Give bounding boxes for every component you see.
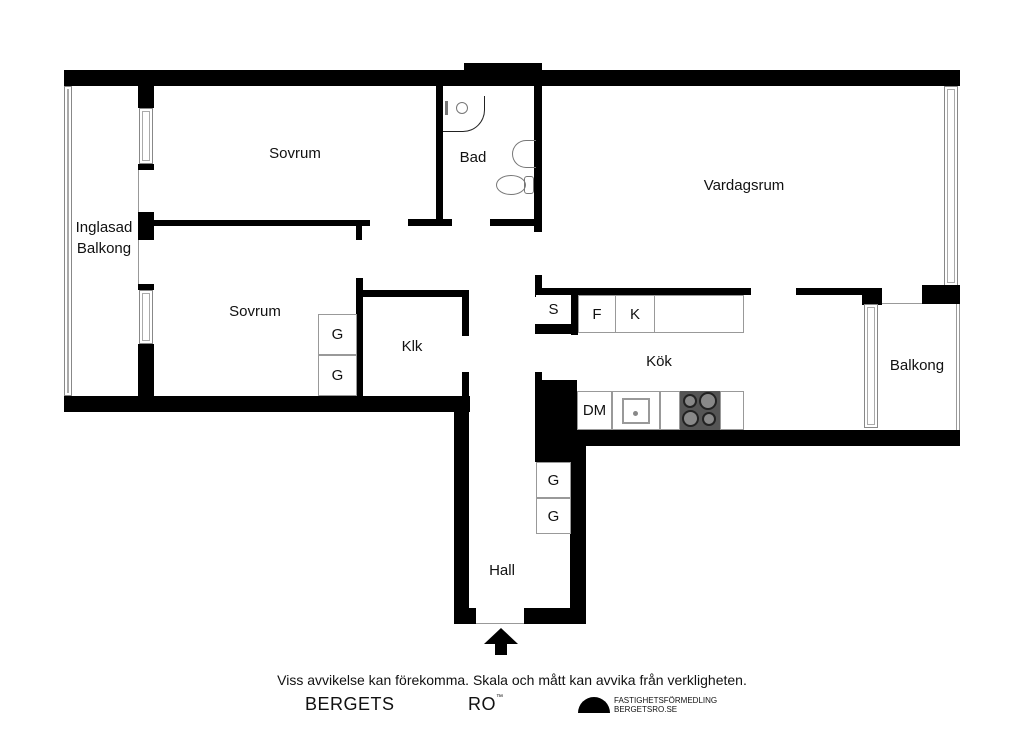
room-label-klk: Klk bbox=[401, 338, 423, 355]
toilet-tank-icon bbox=[524, 176, 534, 194]
wall-bad-right bbox=[534, 86, 542, 232]
wall-balkong-corner bbox=[862, 288, 882, 305]
balkong-right-rail bbox=[956, 304, 960, 430]
wall-kitchen-upper-left bbox=[535, 275, 542, 297]
kitchen-counter-end bbox=[720, 391, 744, 430]
wall-vardagsrum-bottom bbox=[796, 288, 882, 295]
wall-klk-right-upper bbox=[462, 290, 469, 336]
room-label-inglasad-balkong: Inglasad Balkong bbox=[75, 219, 133, 257]
wardrobe-hall-2: G bbox=[536, 498, 571, 534]
hob-plate-large-icon bbox=[699, 392, 717, 410]
room-label-hall: Hall bbox=[489, 562, 515, 579]
glazed-balcony-window bbox=[64, 86, 72, 396]
kitchen-counter-mid bbox=[660, 391, 680, 430]
wardrobe-hall-1: G bbox=[536, 462, 571, 498]
wall-klk-left bbox=[356, 278, 363, 396]
entrance-threshold bbox=[476, 622, 524, 624]
wall-sovrum-divider bbox=[154, 220, 370, 226]
wall-bad-bottom-right bbox=[490, 219, 542, 226]
storage-cabinet-s: S bbox=[536, 295, 571, 324]
wardrobe-sovrum-2: G bbox=[318, 355, 357, 396]
wall-left-balcony-b bbox=[138, 284, 154, 290]
bathroom-sink-icon bbox=[512, 140, 536, 168]
wall-sovrum-divider-stub bbox=[356, 226, 362, 240]
wall-kitchen-s-bottom bbox=[535, 324, 578, 334]
kitchen-counter-upper bbox=[654, 295, 744, 333]
window-sovrum-2 bbox=[139, 290, 153, 344]
wall-top bbox=[64, 70, 960, 86]
wall-bottom-left bbox=[64, 396, 470, 412]
agency-name: FASTIGHETSFÖRMEDLING BERGETSRO.SE bbox=[614, 696, 718, 714]
entrance-arrow-stem bbox=[495, 643, 507, 655]
wall-left-balcony-a bbox=[138, 164, 154, 170]
brand-logo-left: BERGETS bbox=[305, 694, 395, 714]
shower-head-icon bbox=[456, 102, 468, 114]
room-label-bad: Bad bbox=[459, 149, 487, 166]
sink-basin-icon bbox=[622, 397, 650, 424]
wall-kitchen-bottom-extension bbox=[535, 440, 586, 462]
wall-left-balcony-inner-top bbox=[138, 86, 154, 108]
window-vardagsrum bbox=[944, 86, 958, 286]
room-label-vardagsrum: Vardagsrum bbox=[703, 177, 785, 194]
fridge-f: F bbox=[578, 295, 616, 333]
agency-logo-icon bbox=[578, 697, 610, 713]
wall-hall-bottom-left bbox=[454, 608, 476, 624]
room-label-kok: Kök bbox=[646, 353, 672, 370]
wall-hall-left bbox=[454, 396, 469, 624]
wall-kitchen-s-right bbox=[571, 295, 578, 335]
wall-vardagsrum-right-corner bbox=[922, 285, 960, 304]
hob-plate-icon bbox=[682, 410, 699, 427]
shower-tap-icon bbox=[445, 101, 448, 115]
wall-top-chimney bbox=[464, 63, 542, 73]
wall-left-balcony-mid bbox=[138, 212, 154, 240]
wall-bad-bottom-left bbox=[408, 219, 452, 226]
room-label-balkong: Balkong bbox=[889, 357, 945, 374]
window-balkong-door bbox=[864, 304, 878, 428]
wall-klk-top bbox=[363, 290, 469, 297]
shower bbox=[443, 96, 485, 132]
room-label-sovrum-2: Sovrum bbox=[229, 303, 281, 320]
disclaimer-text: Viss avvikelse kan förekomma. Skala och … bbox=[277, 672, 747, 688]
entrance-arrow-icon bbox=[484, 628, 518, 644]
toilet-icon bbox=[496, 175, 526, 195]
hob-plate-icon bbox=[683, 394, 697, 408]
wall-hall-right bbox=[570, 430, 586, 624]
dishwasher-dm: DM bbox=[577, 391, 612, 430]
wall-bad-left bbox=[436, 86, 443, 224]
balkong-top-line bbox=[882, 303, 922, 304]
hob-plate-icon bbox=[702, 412, 716, 426]
freezer-k: K bbox=[615, 295, 655, 333]
room-label-sovrum-1: Sovrum bbox=[269, 145, 321, 162]
wall-kitchen-upper bbox=[535, 288, 751, 295]
wall-kitchen-bottom bbox=[535, 430, 960, 446]
window-sovrum-1 bbox=[139, 108, 153, 164]
wall-left-balcony-c bbox=[138, 344, 154, 396]
brand-logo-right: RO™ bbox=[468, 694, 504, 714]
wall-klk-right-lower bbox=[462, 372, 469, 412]
wardrobe-sovrum-1: G bbox=[318, 314, 357, 355]
kitchen-sink bbox=[612, 391, 660, 430]
